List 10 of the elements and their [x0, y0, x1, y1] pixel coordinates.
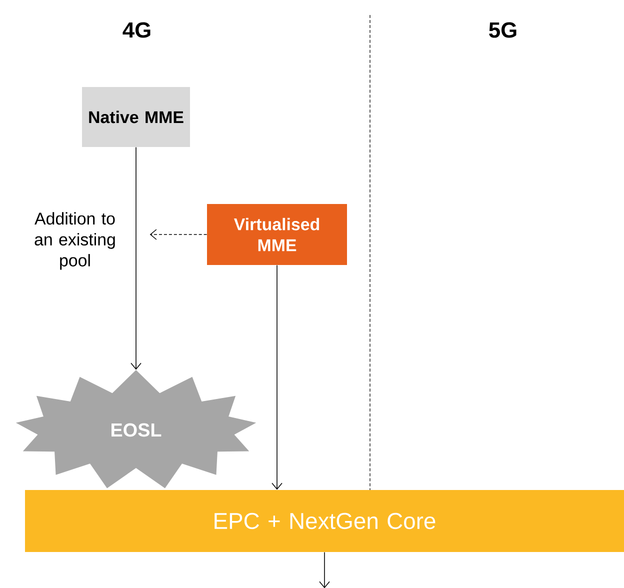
arrow — [272, 264, 282, 490]
note-text: Addition to an existing pool — [34, 212, 115, 270]
process-box: Native MME — [82, 87, 190, 147]
arrow — [150, 229, 208, 240]
core-band: EPC + NextGen Core — [25, 490, 624, 552]
column-heading: 4G — [122, 22, 150, 38]
column-heading: 5G — [489, 22, 516, 38]
arrow — [319, 552, 330, 588]
process-box: Virtualised MME — [207, 204, 347, 265]
arrow — [130, 146, 142, 370]
